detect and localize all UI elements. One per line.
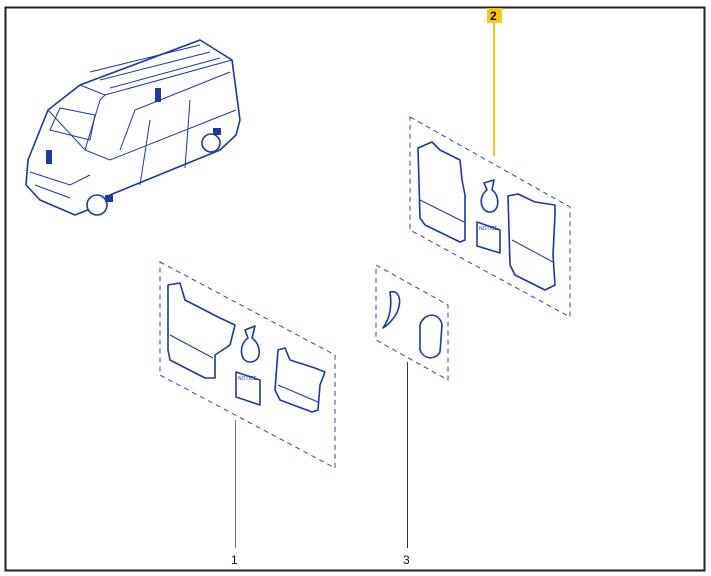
callout-1[interactable]: 1 (231, 553, 238, 567)
notice-booklet-label: NOTICE (479, 226, 499, 232)
highlight-mark-icon (213, 128, 221, 135)
callout-2-badge[interactable] (487, 8, 502, 23)
van-illustration (25, 39, 241, 216)
highlight-mark-icon (46, 150, 52, 164)
part-3-wheel-arch-kit (375, 264, 449, 381)
callout-3[interactable]: 3 (403, 553, 410, 567)
part-2-mudflap-kit: NOTICE (409, 116, 571, 318)
highlight-mark-icon (105, 195, 113, 202)
part-1-mudflap-kit: NOTICE (159, 261, 336, 469)
diagram-frame (4, 6, 706, 572)
callout-2[interactable]: 2 (490, 9, 497, 23)
highlight-mark-icon (155, 88, 161, 102)
notice-booklet-label: NOTICE (238, 376, 258, 382)
